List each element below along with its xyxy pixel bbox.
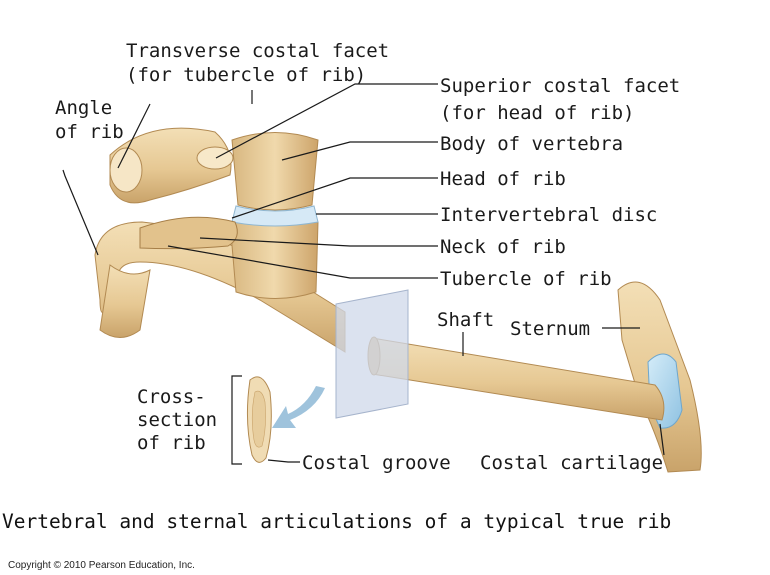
label-cross-section-sub: section — [137, 409, 218, 431]
label-costal-groove: Costal groove — [302, 452, 451, 474]
label-shaft: Shaft — [437, 309, 495, 331]
label-neck-of-rib: Neck of rib — [440, 236, 566, 258]
section-plane — [335, 289, 409, 419]
label-cross-section: Cross- — [137, 386, 206, 408]
label-angle-of-rib-sub: of rib — [55, 121, 124, 143]
label-angle-of-rib: Angle — [55, 97, 113, 119]
label-intervertebral-disc: Intervertebral disc — [440, 204, 658, 226]
copyright-notice: Copyright © 2010 Pearson Education, Inc. — [8, 560, 195, 571]
label-cross-section-sub2: of rib — [137, 432, 206, 454]
rib-shaft-distal — [371, 337, 665, 421]
transverse-costal-facet — [109, 147, 143, 193]
cross-section-bracket — [231, 375, 242, 465]
label-costal-cartilage: Costal cartilage — [480, 452, 664, 474]
label-body-of-vertebra: Body of vertebra — [440, 133, 624, 155]
label-transverse-costal-facet-sub: (for tubercle of rib) — [126, 64, 367, 86]
figure-caption: Vertebral and sternal articulations of a… — [2, 510, 672, 533]
section-arrow — [272, 386, 325, 428]
label-head-of-rib: Head of rib — [440, 168, 566, 190]
label-superior-costal-facet: Superior costal facet — [440, 75, 681, 97]
label-transverse-costal-facet: Transverse costal facet — [126, 40, 390, 62]
label-tubercle-of-rib: Tubercle of rib — [440, 268, 612, 290]
superior-costal-facet — [196, 146, 234, 170]
label-sternum: Sternum — [510, 318, 591, 340]
head-of-rib — [139, 216, 238, 250]
vertebra — [99, 127, 319, 338]
leader-lines — [62, 83, 665, 463]
label-superior-costal-facet-sub: (for head of rib) — [440, 102, 635, 124]
cross-section-of-rib — [246, 376, 272, 463]
